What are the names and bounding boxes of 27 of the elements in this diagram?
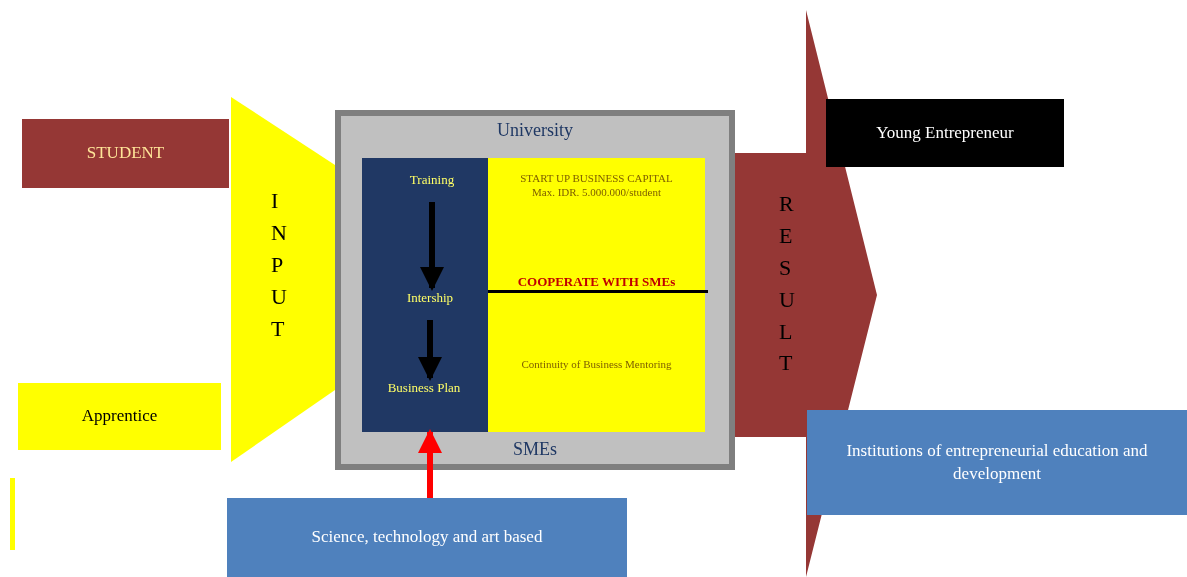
process-panel [362, 158, 488, 432]
arrow-label: RESULT [779, 190, 796, 378]
institution-box [807, 410, 1187, 515]
arrow [418, 320, 442, 381]
box-label: Institutions of entrepreneurial education and development [845, 439, 1149, 485]
arrow [420, 202, 444, 291]
student-box [22, 119, 229, 188]
step-label: Business Plan [386, 380, 462, 396]
panel-text: COOPERATE WITH SMEs [516, 274, 677, 291]
arrow-label: INPUT [271, 187, 288, 343]
apprentice-box [18, 383, 221, 450]
basis-box [227, 498, 627, 577]
step-label: Intership [405, 290, 455, 306]
outcome-box [826, 99, 1064, 167]
box-label: STUDENT [85, 142, 166, 165]
panel-title: SMEs [512, 439, 558, 460]
panel-text: START UP BUSINESS CAPITAL Max. IDR. 5.000.000/student [519, 172, 674, 200]
university-box [335, 110, 735, 470]
panel-text: Continuity of Business Mentoring [520, 358, 673, 372]
box-label: Young Entrepreneur [875, 121, 1015, 144]
arrow [418, 429, 442, 498]
box-label: Science, technology and art based [310, 526, 544, 549]
support-panel [488, 158, 705, 432]
step-label: Training [408, 172, 456, 188]
box-label: Apprentice [80, 405, 159, 428]
panel-title: University [496, 120, 574, 141]
input-arrow [231, 97, 335, 462]
